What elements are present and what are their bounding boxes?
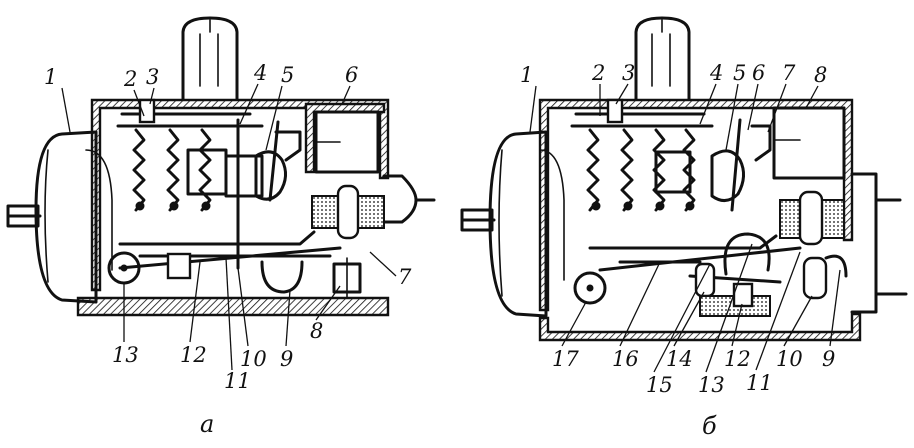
panel-a-end-cap (34, 130, 98, 304)
panel-a-contact (336, 184, 360, 240)
panel-b-bottom-contact (802, 256, 828, 300)
panel-b-contact (798, 190, 824, 246)
panel-a-knob (181, 16, 239, 102)
panel-a-label-13: 13 (112, 343, 139, 367)
panel-a-contact-head (254, 150, 287, 201)
panel-b-label-9: 9 (822, 347, 835, 371)
panel-a-terminal (382, 174, 418, 224)
panel-a-label-8: 8 (310, 319, 323, 343)
panel-b-label-2: 2 (591, 61, 605, 85)
panel-a-loop-spring (260, 260, 304, 294)
panel-a-label-5: 5 (281, 63, 294, 87)
panel-a-screw (138, 98, 156, 124)
panel-a-label-9: 9 (280, 347, 293, 371)
panel-a-label-6: 6 (345, 63, 358, 87)
panel-b-drawing (460, 16, 908, 342)
panel-a-springs (132, 128, 212, 212)
panel-a-caption: а (200, 410, 214, 438)
panel-a-drawing (6, 16, 436, 317)
panel-a-pivot (107, 251, 141, 285)
panel-b-loop-spring (723, 232, 771, 276)
panel-b-springs (586, 128, 696, 212)
panel-a-core (186, 148, 228, 196)
panel-b-leaders (529, 83, 841, 373)
panel-b-core (654, 150, 692, 194)
panel-b-label-5: 5 (733, 61, 746, 85)
panel-b-label-1: 1 (520, 63, 533, 87)
panel-b-label-8: 8 (814, 63, 827, 87)
panel-b-labels: 1 2 3 4 5 6 7 8 9 10 11 12 13 14 15 16 1… (520, 61, 835, 440)
panel-b-label-17: 17 (552, 347, 579, 371)
panel-a-label-12: 12 (180, 343, 207, 367)
panel-a-label-1: 1 (44, 65, 57, 89)
panel-b-label-13: 13 (698, 373, 725, 397)
panel-b-housing-bottom (538, 312, 862, 342)
panel-a-label-4: 4 (253, 61, 267, 85)
panel-b-screw (606, 98, 624, 124)
panel-a-label-11: 11 (224, 369, 251, 393)
panel-b-caption: б (702, 412, 717, 440)
panel-a-housing-bottom (76, 296, 390, 317)
panel-a-label-3: 3 (146, 65, 159, 89)
panel-b-chamber (772, 106, 846, 180)
panel-b-label-4: 4 (709, 61, 723, 85)
panel-b-label-15: 15 (646, 373, 673, 397)
panel-b-end-cap (488, 130, 548, 318)
panel-b-terminal-block (850, 172, 878, 314)
panel-b-label-7: 7 (782, 61, 796, 85)
panel-a-label-10: 10 (240, 347, 267, 371)
panel-b-label-16: 16 (612, 347, 639, 371)
panel-b-label-6: 6 (752, 61, 765, 85)
panel-a-label-2: 2 (123, 67, 137, 91)
panel-a-labels: 1 2 3 4 5 6 7 8 9 10 11 12 13 а (44, 61, 412, 438)
panel-b-label-12: 12 (724, 347, 751, 371)
panel-b-pivot (573, 271, 607, 305)
panel-b-contact-head (710, 149, 745, 202)
panel-b-label-11: 11 (746, 371, 773, 395)
panel-b-knob (634, 16, 691, 102)
panel-a-label-7: 7 (398, 265, 412, 289)
panel-b-label-3: 3 (622, 61, 635, 85)
panel-b-label-10: 10 (776, 347, 803, 371)
panel-b-label-14: 14 (666, 347, 693, 371)
panel-a-leaders (61, 83, 397, 371)
